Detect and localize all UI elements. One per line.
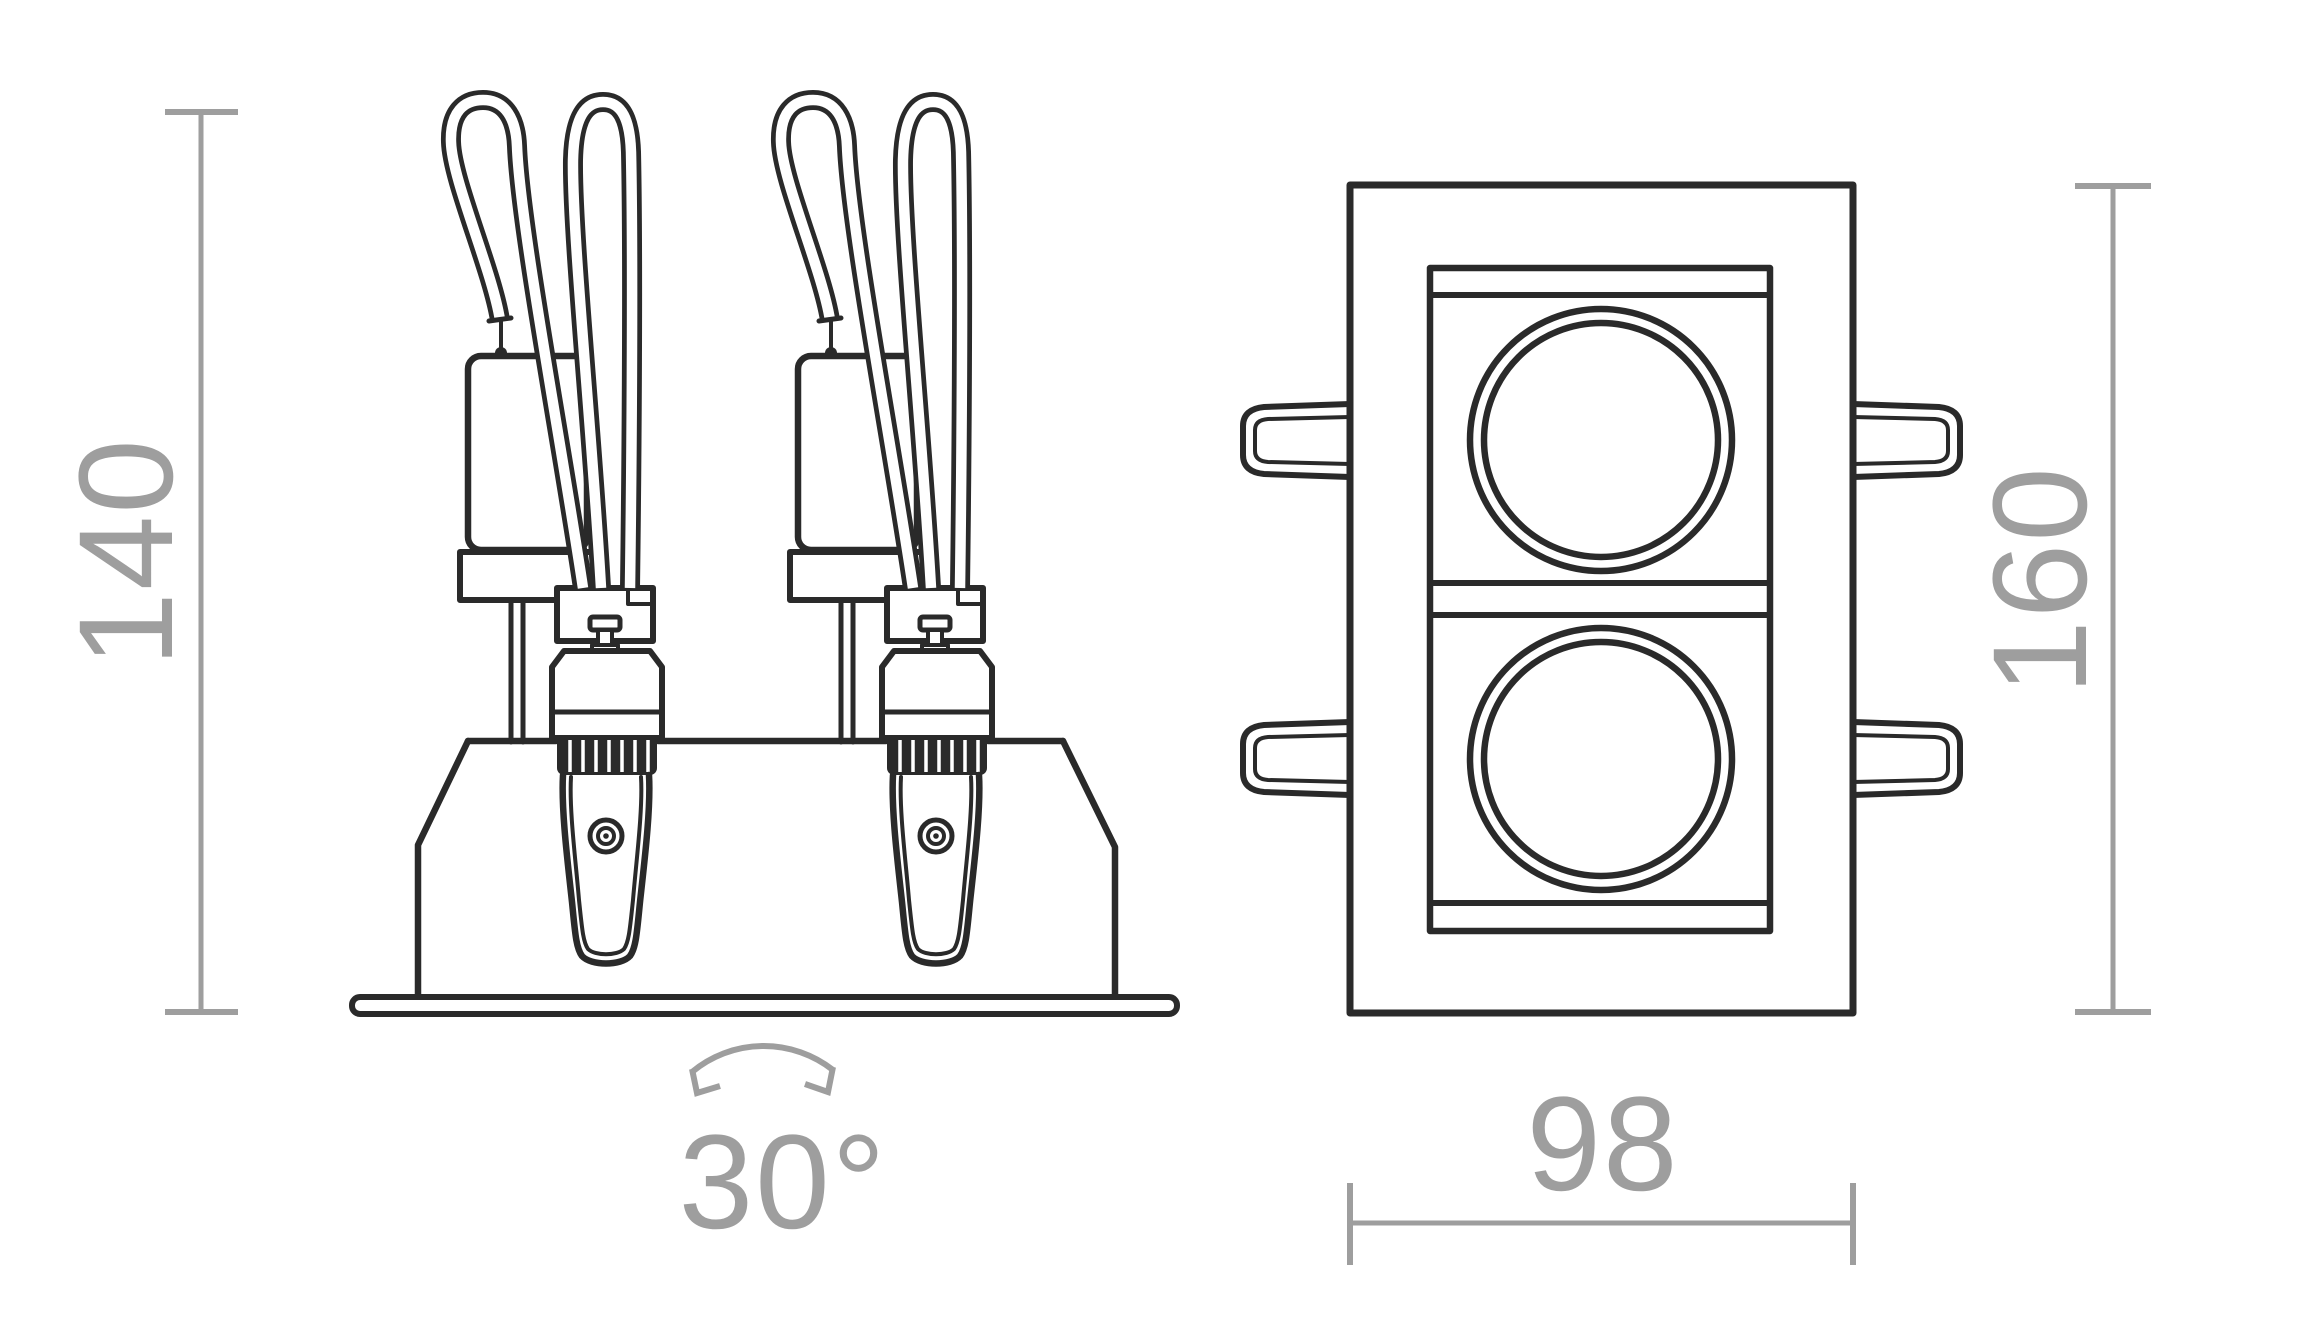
dimension-annotations: 140 160 98 30° xyxy=(52,109,2151,1265)
housing xyxy=(414,737,1119,1001)
clip-lower-right xyxy=(1853,722,1960,795)
side-height-label: 140 xyxy=(52,437,201,667)
lamp-unit-1 xyxy=(451,100,662,964)
lamp-2-ring-outer xyxy=(1466,624,1736,894)
rotation-arrow-icon xyxy=(690,1043,835,1075)
trim-flange xyxy=(349,994,1180,1017)
rotation-arrowhead-right xyxy=(804,1066,836,1096)
lamp-unit-2 xyxy=(781,100,992,964)
clip-upper-right xyxy=(1853,404,1960,477)
lamp-1-ring-outer xyxy=(1466,305,1736,575)
gimbal-frame xyxy=(1426,264,1774,935)
side-view xyxy=(349,100,1180,1017)
clip-lower-left xyxy=(1243,722,1350,795)
dimension-side-height: 140 xyxy=(52,109,238,1015)
dimension-front-width: 98 xyxy=(1347,1070,1856,1265)
clip-upper-left xyxy=(1243,404,1350,477)
dimension-front-height: 160 xyxy=(1966,183,2151,1015)
front-width-label: 98 xyxy=(1526,1070,1679,1219)
front-height-label: 160 xyxy=(1966,465,2115,695)
lamp-1-ring-inner xyxy=(1480,319,1722,561)
rotation-arrowhead-left xyxy=(689,1068,721,1097)
tilt-angle-label: 30° xyxy=(679,1108,888,1257)
dimension-tilt-angle: 30° xyxy=(679,1043,888,1257)
lamp-2-ring-inner xyxy=(1480,638,1722,880)
front-view xyxy=(1243,181,1960,1017)
